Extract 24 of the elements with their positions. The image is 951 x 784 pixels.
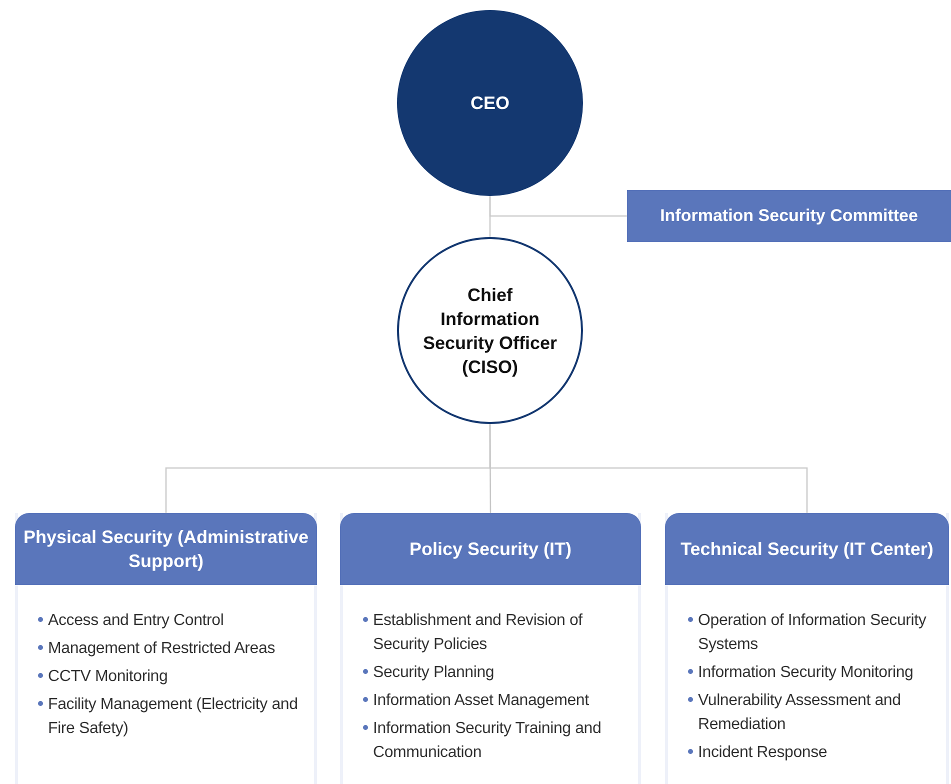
list-item: Incident Response (698, 744, 828, 761)
node-label: Chief Information Security Officer (CISO) (422, 284, 558, 378)
node-label: Information Security Committee (660, 206, 918, 226)
department-card (15, 513, 317, 784)
list-item: Establishment and Revision of Security Policies (373, 612, 582, 653)
list-item: Management of Restricted Areas (48, 640, 276, 657)
connector-line (489, 196, 627, 217)
list-item: Operation of Information Security Systems (698, 612, 926, 653)
list-item: Security Planning (373, 664, 494, 681)
connector-line (489, 424, 808, 513)
department-card (340, 513, 641, 784)
node-label: CEO (470, 92, 510, 115)
card-header: Technical Security (IT Center) (665, 513, 949, 585)
department-card (665, 513, 949, 784)
list-item: Information Security Monitoring (698, 664, 914, 681)
list-item: Access and Entry Control (48, 612, 224, 629)
list-item: Facility Management (Electricity and Fire Safety) (48, 696, 298, 737)
card-header: Physical Security (Administrative Support) (15, 513, 317, 585)
list-item: Information Asset Management (373, 692, 589, 709)
list-item: Vulnerability Assessment and Remediation (698, 692, 901, 733)
card-header: Policy Security (IT) (340, 513, 641, 585)
list-item: CCTV Monitoring (48, 668, 168, 685)
committee-box (627, 190, 951, 242)
list-item: Information Security Training and Communication (373, 720, 602, 761)
